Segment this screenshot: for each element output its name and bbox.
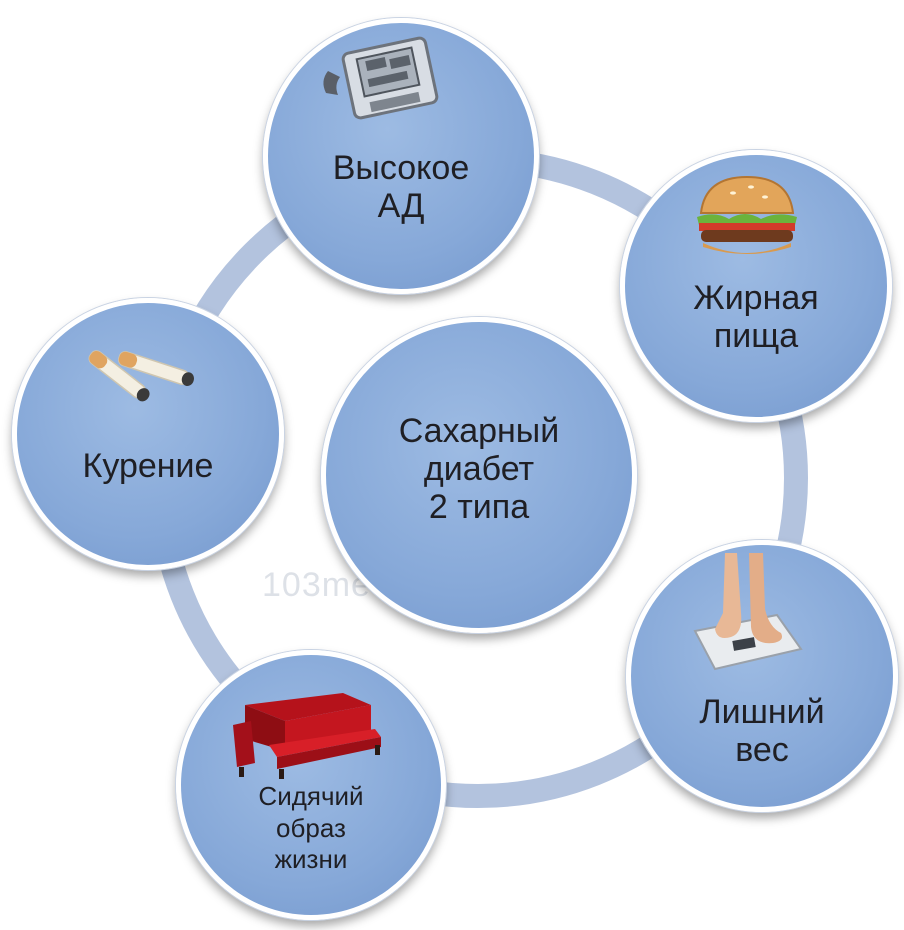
sedentary-line-1: Сидячий [258, 781, 364, 811]
center-line-1: Сахарный [398, 412, 560, 450]
smoking-line-1: Курение [82, 447, 214, 485]
cigarettes-icon [88, 350, 194, 402]
center-line-2: диабет [423, 450, 535, 489]
high-pressure-line-2: АД [377, 187, 425, 226]
factor-fatty-food: Жирная пища [620, 150, 892, 422]
overweight-label: Лишний вес [631, 693, 893, 769]
fatty-food-label: Жирная пища [625, 279, 887, 355]
blood-pressure-monitor-icon [323, 36, 439, 120]
sedentary-line-2: образ [276, 812, 346, 843]
high-pressure-line-1: Высокое [332, 149, 470, 187]
factor-sedentary: Сидячий образ жизни [176, 650, 446, 920]
fatty-food-line-1: Жирная [693, 279, 819, 317]
factor-smoking: Курение [12, 298, 284, 570]
smoking-label: Курение [17, 447, 279, 485]
center-line-3: 2 типа [428, 488, 530, 527]
sedentary-label: Сидячий образ жизни [181, 781, 441, 876]
fatty-food-line-2: пища [713, 317, 799, 356]
overweight-line-1: Лишний [699, 693, 825, 731]
center-circle: Сахарный диабет 2 типа [321, 317, 637, 633]
center-label: Сахарный диабет 2 типа [326, 412, 632, 526]
high-pressure-label: Высокое АД [268, 149, 534, 225]
burger-icon [697, 175, 797, 254]
sedentary-line-3: жизни [274, 844, 348, 875]
factor-high-pressure: Высокое АД [263, 18, 539, 294]
bathroom-scale-icon [693, 553, 803, 671]
overweight-line-2: вес [735, 731, 789, 770]
sofa-icon [233, 693, 381, 779]
factor-overweight: Лишний вес [626, 540, 898, 812]
